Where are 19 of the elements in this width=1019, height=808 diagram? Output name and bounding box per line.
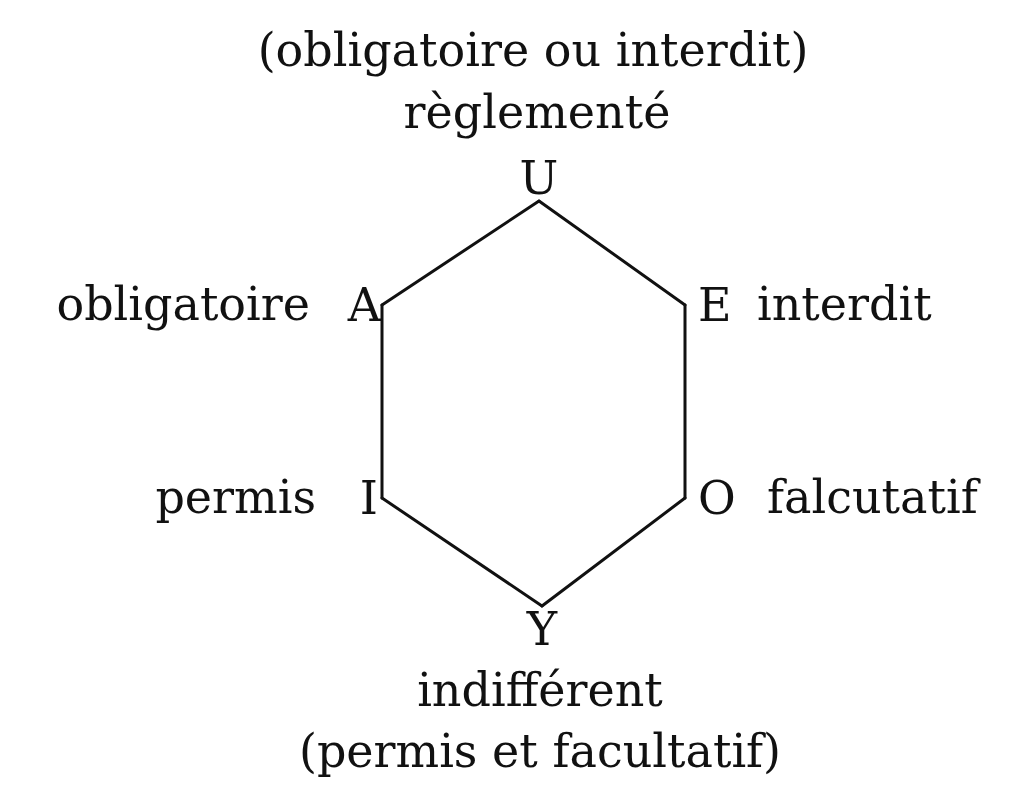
gloss-label: (permis et facultatif) (298, 724, 782, 780)
modality-label: permis (155, 470, 316, 526)
modality-label: obligatoire (56, 277, 310, 333)
hexagon-side (380, 496, 544, 608)
hexagon-side (540, 496, 687, 608)
modality-label: règlementé (403, 85, 671, 141)
vertex-letter: O (685, 475, 736, 521)
hexagon-side (380, 303, 384, 500)
vertex-letter: Y (526, 606, 558, 652)
hexagon-side (537, 199, 687, 307)
hexagon-side (683, 303, 687, 500)
vertex-letter: U (519, 155, 559, 201)
vertex-letter: A (347, 282, 382, 328)
vertex-letter: I (359, 475, 382, 521)
modality-label: interdit (757, 277, 932, 333)
gloss-label: (obligatoire ou interdit) (257, 23, 809, 79)
hexagon-side (380, 199, 541, 307)
modality-label: indifférent (417, 663, 663, 719)
vertex-letter: E (685, 282, 732, 328)
